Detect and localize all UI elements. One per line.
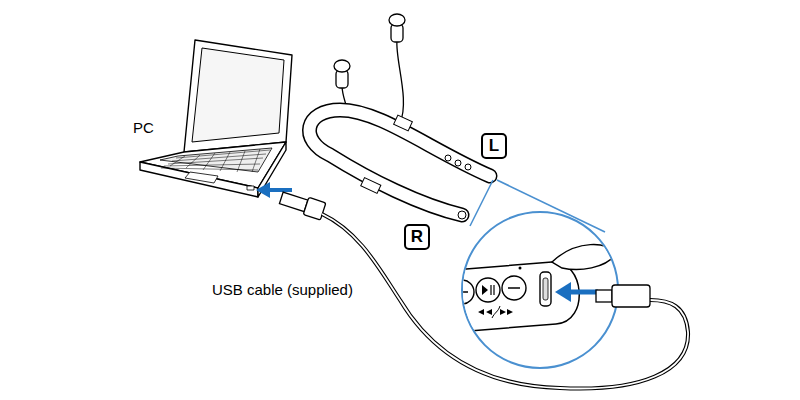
zoom-callout — [430, 180, 650, 368]
part-label: PC — [133, 119, 154, 136]
neckband — [309, 110, 490, 219]
side-letter: L — [489, 136, 499, 156]
part-label: USB cable (supplied) — [212, 281, 353, 298]
marker-box: L — [481, 133, 507, 159]
laptop — [140, 40, 292, 197]
usb-plug — [279, 189, 326, 220]
marker-box: R — [404, 224, 430, 250]
earbuds — [334, 14, 405, 88]
side-letter: R — [411, 227, 423, 247]
